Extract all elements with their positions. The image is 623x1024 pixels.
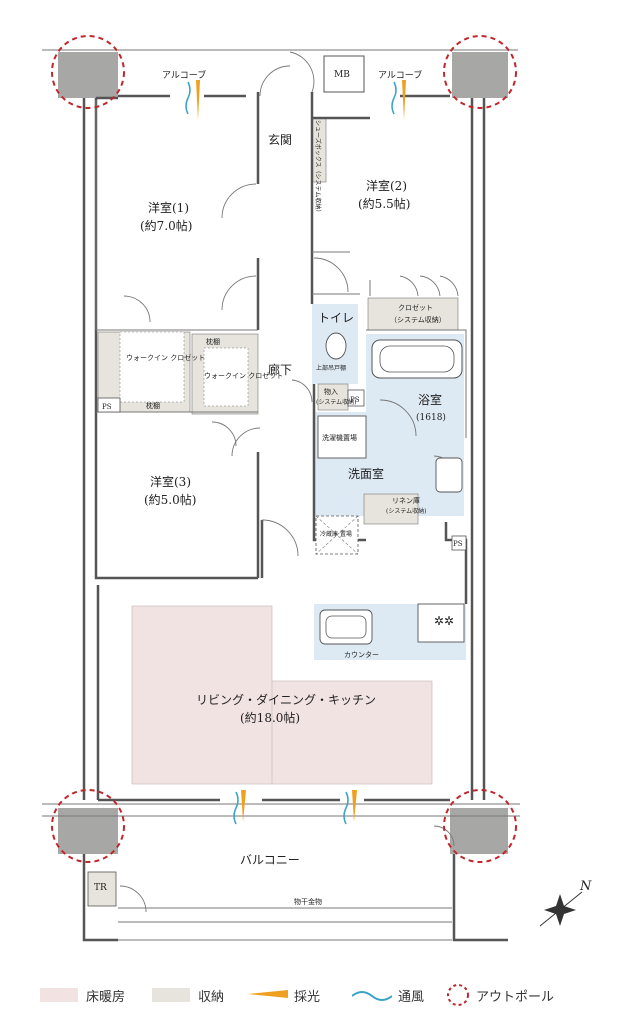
legend-label: 床暖房 [86,989,126,1005]
ps-label-1: PS [102,403,112,411]
legend-outpole: アウトポール [446,980,554,1010]
outpole-markers [51,35,517,863]
shelf-label-1: 枕棚 [206,337,220,346]
western3-name: 洋室(3) [150,474,191,489]
storage-sys-label: (システム収納) [316,398,357,406]
ldk-name: リビング・ダイニング・キッチン [196,692,376,707]
storage-label: 物入 [324,387,338,396]
sink-icon [319,609,373,645]
bath-label: 浴室 [418,392,442,407]
storage-area [317,383,349,411]
mb-label: MB [334,70,350,80]
pillar-bottom-left [58,808,118,854]
storage-swatch [152,988,190,1002]
north-arrow-icon: N [539,879,592,927]
western1-size: (約7.0帖) [140,218,192,233]
shoes-box-label: シューズボックス（システム収納） [314,120,322,215]
linen-sys-label: (システム収納) [386,507,427,515]
tr-label: TR [94,883,107,893]
closet-label: クロゼット [398,303,433,312]
legend-label: 収納 [198,989,225,1005]
pillar-top-right [452,52,508,98]
washer-label: 洗濯機置場 [322,433,357,442]
shelf-label-2: 枕棚 [146,401,160,410]
closet-sys-label: （システム収納） [390,315,446,324]
balcony-label: バルコニー [240,853,300,867]
corridor-label: 廊下 [268,362,292,377]
door-swings [119,51,459,913]
ldk-size: (約18.0帖) [240,710,300,725]
light-icon [248,990,288,998]
legend: 床暖房 収納 採光 通風 アウトポール [0,980,623,1010]
dryer-label: 物干金物 [294,897,322,906]
toilet-icon [325,332,347,360]
wind-icon [352,991,392,1001]
wic2-label: ウォークイン クロゼット [204,371,283,380]
pillar-top-left [58,52,118,98]
light-markers [196,80,406,822]
legend-floor-heating: 床暖房 [40,980,125,1010]
north-label: N [579,879,592,894]
floor-heating-area [131,605,433,785]
washroom-label: 洗面室 [348,466,384,481]
mb-box [323,55,365,93]
closet-2-area [367,297,459,331]
wic1-label: ウォークイン クロゼット [126,353,205,362]
western2-name: 洋室(2) [366,178,407,193]
western2-size: (約5.5帖) [358,196,410,211]
legend-wind: 通風 [352,980,424,1010]
toilet-label: トイレ [318,311,354,325]
legend-light: 採光 [248,980,320,1010]
legend-label: アウトポール [476,989,555,1005]
wind-markers [185,81,397,825]
legend-label: 通風 [398,989,425,1005]
floor-heating-swatch [40,988,78,1002]
alcove-right-label: アルコーブ [378,69,422,81]
svg-text:✲✲: ✲✲ [434,614,454,628]
ps-label-3: PS [453,540,463,548]
alcove-left-label: アルコーブ [162,69,206,81]
western1-name: 洋室(1) [148,200,189,215]
bathtub-icon [371,339,463,379]
genkan-label: 玄関 [268,132,292,147]
linen-area [363,493,419,525]
linen-label: リネン庫 [392,496,420,505]
pillar-bottom-right [450,808,508,854]
legend-label: 採光 [294,989,321,1005]
fridge-label: 冷蔵庫 置場 [320,530,352,538]
bath-size-label: (1618) [416,412,446,423]
upper-storage-label: 上部吊戸棚 [316,364,346,372]
outpole-icon [447,984,469,1006]
washbasin-icon [435,457,463,493]
ps-label-2: PS [350,396,360,404]
legend-storage: 収納 [152,980,224,1010]
western3-size: (約5.0帖) [144,492,196,507]
washer-icon [317,415,367,459]
counter-label: カウンター [344,650,379,659]
stove-icon [417,603,465,643]
